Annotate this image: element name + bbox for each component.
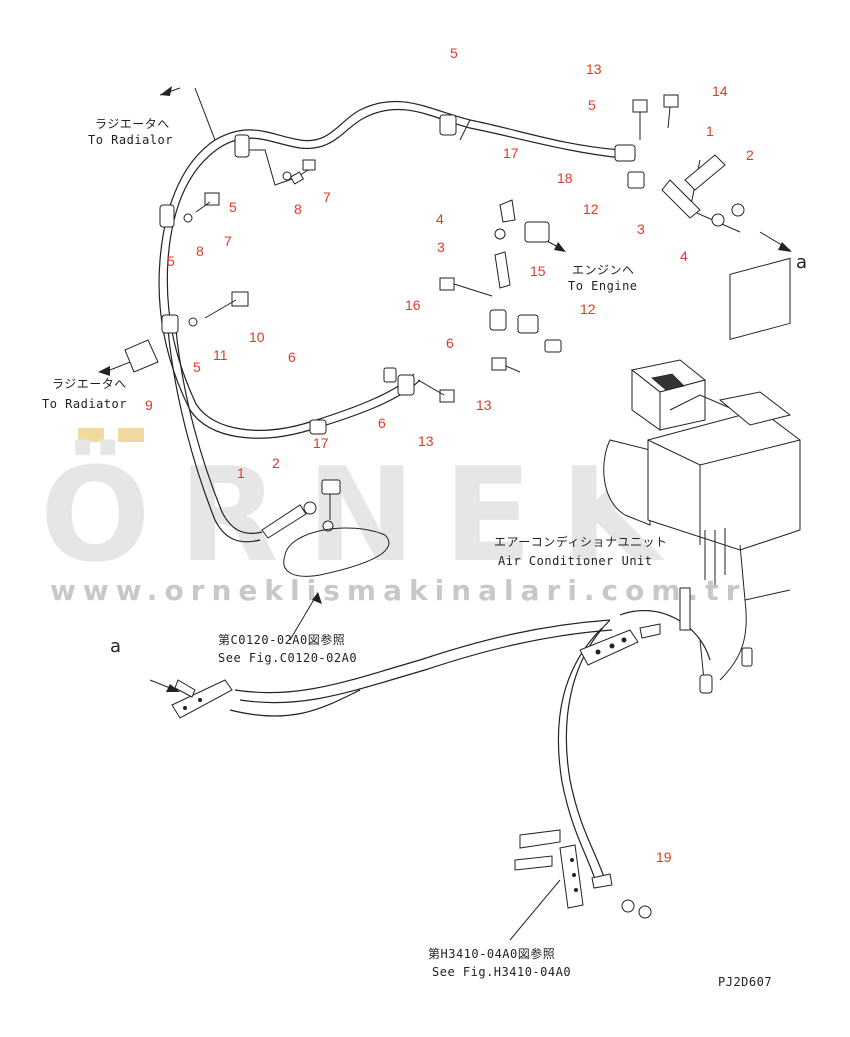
drawing-code: PJ2D607 bbox=[718, 975, 772, 989]
bolt-16 bbox=[439, 277, 493, 297]
ref2-en: See Fig.H3410-04A0 bbox=[432, 965, 571, 979]
to-radiator-top-en: To Radialor bbox=[88, 133, 173, 147]
valve-top bbox=[321, 479, 341, 520]
watermark-url: www.orneklismakinalari.com.tr bbox=[50, 574, 746, 607]
callout-6: 6 bbox=[288, 349, 296, 365]
callout-14: 14 bbox=[712, 83, 728, 99]
callout-13: 13 bbox=[418, 433, 434, 449]
sleeve-15 bbox=[517, 314, 539, 334]
to-radiator-top-jp: ラジエータへ bbox=[95, 117, 170, 131]
callout-19: 19 bbox=[656, 849, 672, 865]
callout-10: 10 bbox=[249, 329, 265, 345]
watermark-logo: ÖRNEK bbox=[40, 439, 689, 591]
callout-1: 1 bbox=[237, 465, 245, 481]
bolt-13b bbox=[491, 357, 521, 373]
marker-a-right: a bbox=[796, 252, 807, 273]
callout-5: 5 bbox=[588, 97, 596, 113]
callout-2: 2 bbox=[272, 455, 280, 471]
marker-a-left: a bbox=[110, 636, 121, 657]
callout-3: 3 bbox=[637, 221, 645, 237]
engine-routing bbox=[283, 527, 390, 577]
hose-3 bbox=[494, 251, 511, 289]
callout-9: 9 bbox=[145, 397, 153, 413]
bolt-7b bbox=[195, 192, 220, 213]
pipe-1b bbox=[261, 504, 307, 539]
bolt-13a bbox=[632, 99, 648, 140]
callout-12: 12 bbox=[580, 301, 596, 317]
bracket-bottom bbox=[514, 829, 652, 919]
callout-8: 8 bbox=[294, 201, 302, 217]
to-radiator-left-en: To Radiator bbox=[42, 397, 127, 411]
callout-13: 13 bbox=[476, 397, 492, 413]
callout-numbers: 5131451718121234431615126135787851011596… bbox=[145, 45, 754, 865]
callout-7: 7 bbox=[224, 233, 232, 249]
bolt-13c bbox=[417, 379, 455, 403]
annotations: ラジエータへ To Radialor ラジエータへ To Radiator エン… bbox=[42, 117, 807, 989]
callout-6: 6 bbox=[446, 335, 454, 351]
callout-17: 17 bbox=[503, 145, 519, 161]
bolt-14 bbox=[663, 94, 679, 129]
to-engine-en: To Engine bbox=[568, 279, 638, 293]
sleeve-9 bbox=[124, 339, 159, 373]
callout-5: 5 bbox=[167, 253, 175, 269]
callout-11: 11 bbox=[213, 347, 228, 363]
bracket-ac bbox=[579, 623, 661, 666]
callout-18: 18 bbox=[557, 170, 573, 186]
callout-3: 3 bbox=[437, 239, 445, 255]
callout-5: 5 bbox=[229, 199, 237, 215]
callout-1: 1 bbox=[706, 123, 714, 139]
callout-5: 5 bbox=[193, 359, 201, 375]
bolt-7a bbox=[289, 159, 316, 185]
callout-17: 17 bbox=[313, 435, 329, 451]
bracket-left bbox=[171, 679, 233, 719]
fittings bbox=[124, 94, 745, 539]
watermark: ÖRNEK www.orneklismakinalari.com.tr bbox=[40, 428, 746, 607]
callout-4: 4 bbox=[436, 211, 444, 227]
callout-12: 12 bbox=[583, 201, 599, 217]
connector-18 bbox=[524, 221, 550, 243]
ref2-jp: 第H3410-04A0図参照 bbox=[428, 946, 555, 961]
ac-unit-jp: エアーコンディショナユニット bbox=[494, 534, 667, 549]
pipe-1 bbox=[684, 154, 726, 191]
callout-13: 13 bbox=[586, 61, 602, 77]
to-radiator-left-jp: ラジエータへ bbox=[52, 377, 127, 391]
callout-15: 15 bbox=[530, 263, 546, 279]
ac-unit-en: Air Conditioner Unit bbox=[498, 554, 653, 568]
callout-7: 7 bbox=[323, 189, 331, 205]
callout-6: 6 bbox=[378, 415, 386, 431]
ref1-jp: 第C0120-02A0図参照 bbox=[218, 632, 345, 647]
callout-8: 8 bbox=[196, 243, 204, 259]
callout-16: 16 bbox=[405, 297, 421, 313]
bolt-10 bbox=[204, 291, 249, 319]
elbow-17 bbox=[499, 199, 516, 223]
lower-hose-bundle bbox=[229, 610, 711, 883]
upper-hose-loop bbox=[158, 100, 623, 543]
callout-2: 2 bbox=[746, 147, 754, 163]
callout-5: 5 bbox=[450, 45, 458, 61]
ref1-en: See Fig.C0120-02A0 bbox=[218, 651, 357, 665]
callout-4: 4 bbox=[680, 248, 688, 264]
air-conditioner-unit bbox=[603, 257, 801, 694]
hose-3b bbox=[661, 179, 701, 219]
to-engine-jp: エンジンへ bbox=[572, 263, 635, 277]
